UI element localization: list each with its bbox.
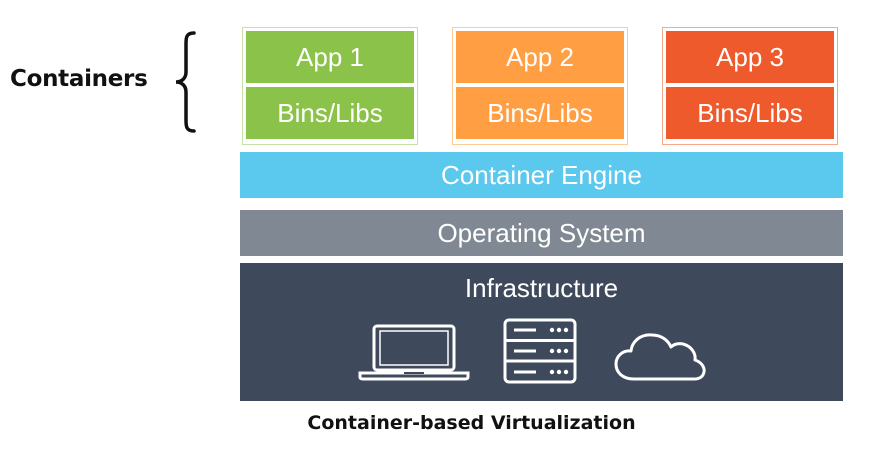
server-icon — [503, 318, 577, 384]
container-engine-layer: Container Engine — [240, 152, 843, 198]
app-3-libs-box: Bins/Libs — [666, 87, 834, 139]
infrastructure-label: Infrastructure — [464, 273, 619, 303]
app-column-3: App 3 Bins/Libs — [662, 27, 838, 145]
operating-system-label: Operating System — [437, 217, 646, 248]
containers-label: Containers — [10, 66, 148, 92]
app-1-libs-label: Bins/Libs — [277, 97, 383, 128]
laptop-icon — [358, 324, 470, 381]
curly-brace-icon — [175, 31, 196, 133]
container-engine-label: Container Engine — [441, 159, 642, 190]
infrastructure-layer: Infrastructure — [240, 263, 843, 401]
cloud-icon — [614, 333, 706, 381]
app-2-box: App 2 — [456, 31, 624, 83]
app-3-label: App 3 — [716, 41, 784, 72]
app-3-box: App 3 — [666, 31, 834, 83]
app-3-libs-label: Bins/Libs — [697, 97, 803, 128]
diagram-caption: Container-based Virtualization — [0, 412, 888, 434]
app-2-label: App 2 — [506, 41, 574, 72]
app-1-box: App 1 — [246, 31, 414, 83]
app-2-libs-box: Bins/Libs — [456, 87, 624, 139]
operating-system-layer: Operating System — [240, 210, 843, 256]
caption-text: Container-based Virtualization — [307, 412, 636, 434]
app-column-2: App 2 Bins/Libs — [452, 27, 628, 145]
app-1-libs-box: Bins/Libs — [246, 87, 414, 139]
app-1-label: App 1 — [296, 41, 364, 72]
app-2-libs-label: Bins/Libs — [487, 97, 593, 128]
app-column-1: App 1 Bins/Libs — [242, 27, 418, 145]
